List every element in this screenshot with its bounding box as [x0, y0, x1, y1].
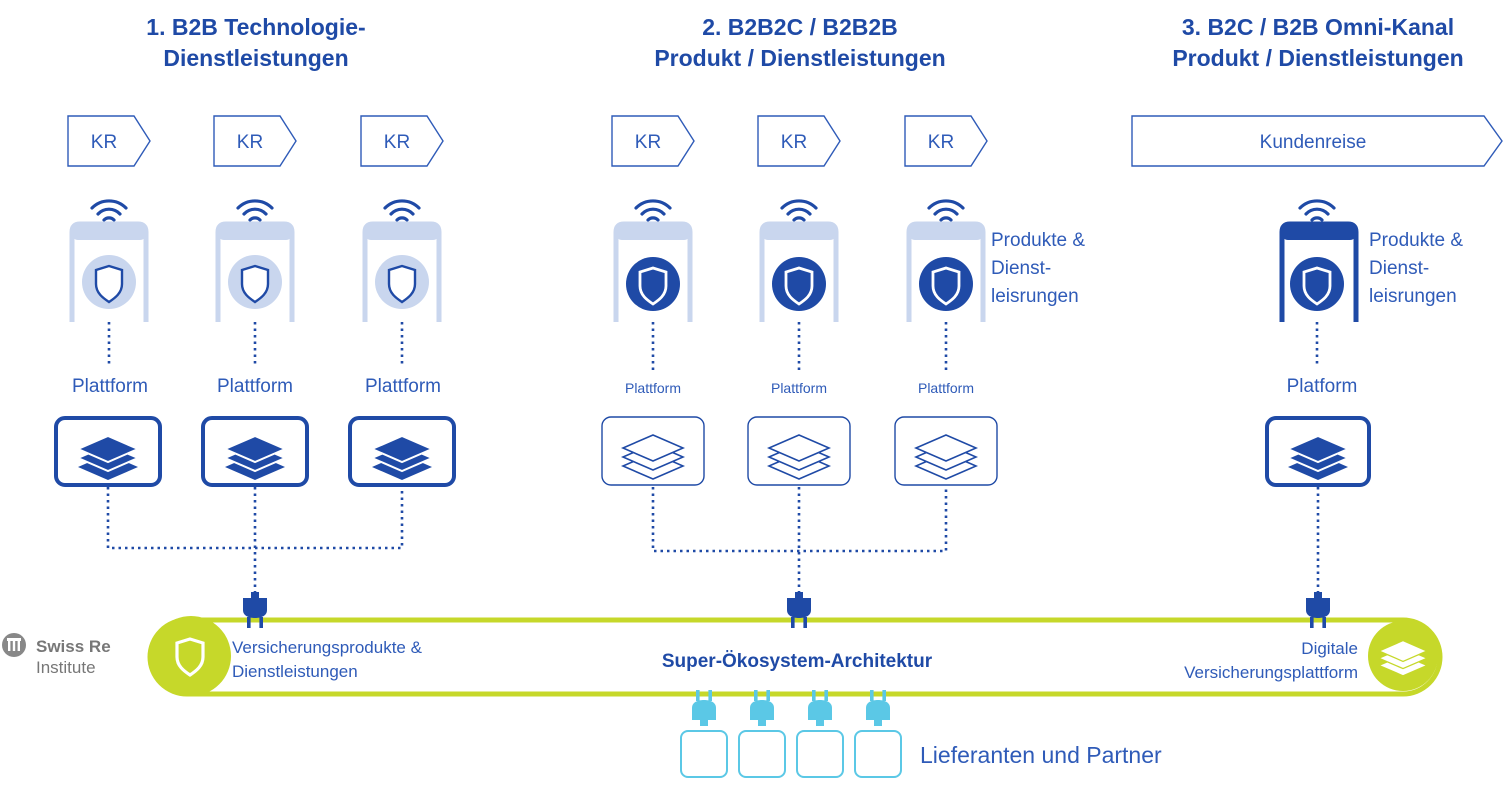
column-2-title-line1: 2. B2B2C / B2B2B	[702, 14, 898, 40]
platform-box	[1265, 416, 1371, 487]
platform-label: Platform	[1287, 376, 1358, 397]
logo-name: Swiss Re	[36, 637, 111, 656]
products-label-line2: Dienst-	[991, 258, 1051, 279]
ecosystem-bar	[147, 617, 1443, 697]
platform-label: Plattform	[918, 380, 974, 396]
journey-label: KR	[781, 132, 807, 153]
journey-arrow	[904, 115, 988, 167]
journey-arrow	[757, 115, 841, 167]
shield-icon	[375, 255, 429, 309]
platform-box	[348, 416, 456, 487]
products-label-line3: leisrungen	[991, 286, 1079, 307]
column-3-title-line2: Produkt / Dienstleistungen	[1172, 45, 1463, 71]
shield-icon	[772, 257, 826, 311]
ecosystem-center-label: Super-Ökosystem-Architektur	[662, 651, 933, 672]
products-label-line1: Produkte &	[1369, 230, 1463, 251]
journey-label: KR	[384, 132, 410, 153]
partner-box	[680, 730, 728, 778]
shield-icon	[1290, 257, 1344, 311]
journey-label: KR	[928, 132, 954, 153]
customer-journey-label: Kundenreise	[1260, 132, 1367, 153]
platform-label: Plattform	[365, 376, 441, 397]
partners-label: Lieferanten und Partner	[920, 742, 1162, 768]
ecosystem-left-line1: Versicherungsprodukte &	[232, 638, 423, 657]
platform-label: Plattform	[771, 380, 827, 396]
platform-box	[54, 416, 162, 487]
products-label-line1: Produkte &	[991, 230, 1085, 251]
platform-label: Plattform	[625, 380, 681, 396]
journey-arrow	[213, 115, 297, 167]
column-1-title-line1: 1. B2B Technologie-	[146, 14, 365, 40]
ecosystem-right-line2: Versicherungsplattform	[1184, 663, 1358, 682]
platform-box	[601, 416, 705, 486]
products-label-line2: Dienst-	[1369, 258, 1429, 279]
customer-journey-arrow	[1131, 115, 1503, 167]
platform-box	[747, 416, 851, 486]
column-3-title-line1: 3. B2C / B2B Omni-Kanal	[1182, 14, 1454, 40]
partner-box	[796, 730, 844, 778]
platform-box	[894, 416, 998, 486]
journey-arrow	[67, 115, 151, 167]
journey-label: KR	[237, 132, 263, 153]
platform-label: Plattform	[217, 376, 293, 397]
journey-label: KR	[91, 132, 117, 153]
shield-icon	[82, 255, 136, 309]
shield-icon	[228, 255, 282, 309]
column-1-title-line2: Dienstleistungen	[163, 45, 348, 71]
column-2-title-line2: Produkt / Dienstleistungen	[654, 45, 945, 71]
ecosystem-right-line1: Digitale	[1301, 639, 1358, 658]
journey-arrow	[611, 115, 695, 167]
journey-label: KR	[635, 132, 661, 153]
layers-icon	[1368, 621, 1438, 691]
products-label-line3: leisrungen	[1369, 286, 1457, 307]
shield-icon	[151, 616, 231, 696]
partner-box	[854, 730, 902, 778]
journey-arrow	[360, 115, 444, 167]
partner-box	[738, 730, 786, 778]
platform-label: Plattform	[72, 376, 148, 397]
ecosystem-left-line2: Dienstleistungen	[232, 662, 358, 681]
logo-sub: Institute	[36, 658, 96, 677]
platform-box	[201, 416, 309, 487]
shield-icon	[626, 257, 680, 311]
shield-icon	[919, 257, 973, 311]
phone-icon	[1279, 221, 1359, 322]
swiss-re-logo	[2, 633, 26, 657]
